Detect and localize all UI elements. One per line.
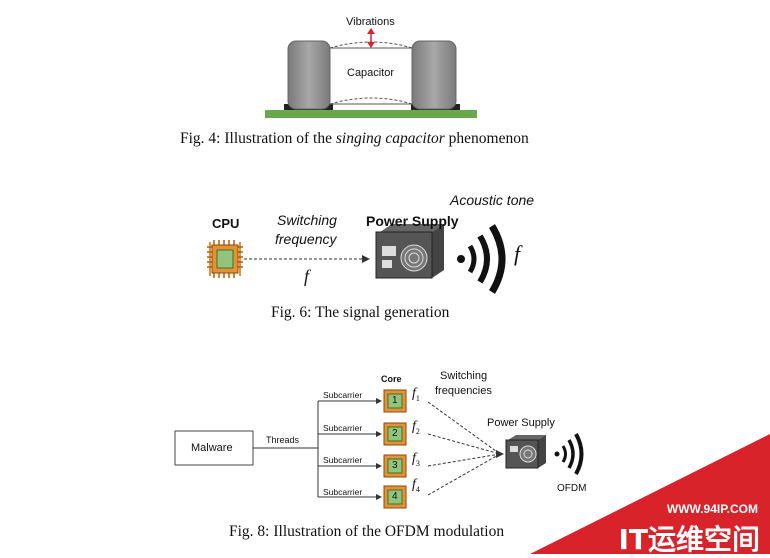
watermark-banner <box>530 434 770 554</box>
threads-label: Threads <box>266 435 300 445</box>
core-chip-icon-2 <box>383 422 407 446</box>
cpu-chip-icon <box>207 240 243 278</box>
core-number-4: 4 <box>392 491 398 502</box>
acoustic-wave-icon <box>457 224 506 294</box>
fig4-caption-prefix: Fig. 4: Illustration of the <box>180 130 336 147</box>
switching-frequencies-label-2: frequencies <box>435 385 492 397</box>
core-freq-sub-4: 4 <box>415 484 420 494</box>
core-label: Core <box>381 374 402 384</box>
core-chip-icon-3 <box>383 454 407 478</box>
fig8-caption: Fig. 8: Illustration of the OFDM modulat… <box>229 523 505 540</box>
switching-frequency-label-1: Switching <box>277 212 337 228</box>
core-freq-label-1: f1 <box>412 386 420 403</box>
core-chip-icon-4 <box>383 485 407 509</box>
pcb-board <box>265 110 477 118</box>
core-freq-sub-3: 3 <box>415 458 420 468</box>
core-freq-sub-2: 2 <box>415 426 420 436</box>
vibration-arrow-head-top <box>367 28 375 34</box>
ofdm-power-supply-label: Power Supply <box>487 417 555 429</box>
freq-line-2 <box>427 433 501 455</box>
capacitor-cap-left <box>287 40 331 110</box>
frequency-f-label: f <box>304 266 310 286</box>
core-freq-label-2: f2 <box>412 419 420 436</box>
switching-frequency-label-2: frequency <box>275 231 337 247</box>
watermark-text: IT运维空间 <box>618 523 760 556</box>
capacitor-label: Capacitor <box>347 67 395 79</box>
freq-arrow-head <box>496 450 504 458</box>
freq-line-3 <box>427 453 501 467</box>
vibration-arc-bottom <box>329 97 413 105</box>
fig4-caption: Fig. 4: Illustration of the singing capa… <box>180 130 529 148</box>
ofdm-label: OFDM <box>557 483 587 494</box>
core-freq-label-3: f3 <box>412 451 420 468</box>
core-freq-label-4: f4 <box>412 477 420 494</box>
power-supply-label: Power Supply <box>366 213 459 229</box>
vibrations-label: Vibrations <box>346 16 395 28</box>
core-number-3: 3 <box>392 460 398 471</box>
core-number-2: 2 <box>392 428 398 439</box>
malware-label: Malware <box>191 442 233 454</box>
fig4-caption-suffix: phenomenon <box>444 130 529 147</box>
subcarrier-label-3: Subcarrier <box>323 455 363 465</box>
subcarrier-arrow-1 <box>376 398 382 404</box>
subcarrier-arrow-4 <box>376 494 382 500</box>
subcarrier-label-4: Subcarrier <box>323 487 363 497</box>
subcarrier-label-1: Subcarrier <box>323 390 363 400</box>
capacitor-cap-right <box>411 40 457 110</box>
malware-box <box>174 430 254 466</box>
subcarrier-arrow-3 <box>376 463 382 469</box>
subcarrier-label-2: Subcarrier <box>323 423 363 433</box>
power-supply-icon <box>375 224 444 279</box>
core-freq-sub-1: 1 <box>415 393 420 403</box>
fig4-caption-italic: singing capacitor <box>335 130 445 147</box>
core-number-1: 1 <box>392 395 398 406</box>
freq-line-4 <box>427 453 501 496</box>
acoustic-tone-label: Acoustic tone <box>450 192 535 208</box>
cpu-to-psu-arrow-head <box>362 255 370 263</box>
subcarrier-arrow-2 <box>376 431 382 437</box>
fig6-caption: Fig. 6: The signal generation <box>271 304 450 321</box>
switching-frequencies-label-1: Switching <box>440 370 488 382</box>
ofdm-wave-icon <box>554 433 584 475</box>
watermark-url: WWW.94IP.COM <box>666 502 758 516</box>
core-chip-icon-1 <box>383 389 407 413</box>
vibration-arrow-head-bottom <box>367 42 375 48</box>
acoustic-f-label: f <box>514 241 521 266</box>
ofdm-power-supply-icon <box>505 435 546 469</box>
cpu-label: CPU <box>212 216 240 231</box>
